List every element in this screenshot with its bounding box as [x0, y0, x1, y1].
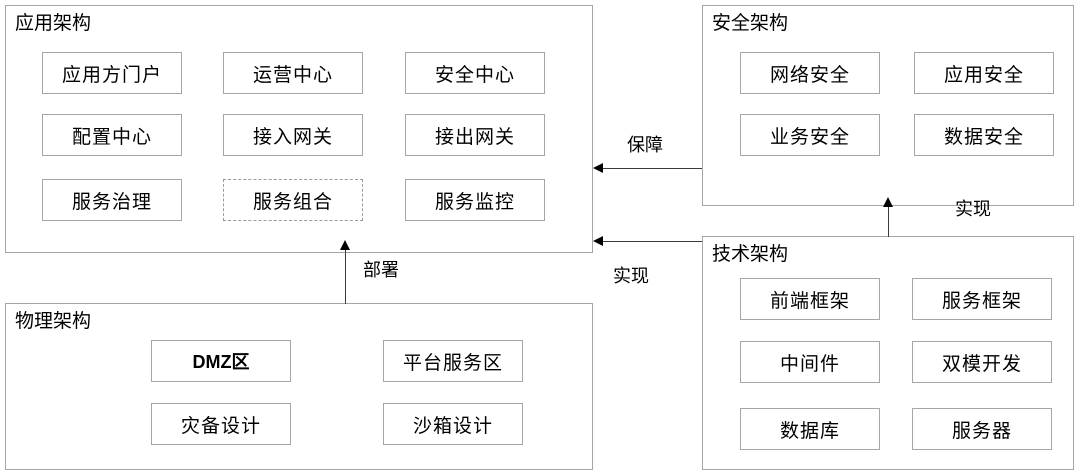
node-sandbox-design[interactable]: 沙箱设计 — [383, 403, 523, 445]
panel-title-application-architecture: 应用架构 — [15, 13, 92, 34]
node-business-security[interactable]: 业务安全 — [740, 114, 880, 156]
panel-application-architecture[interactable]: 应用架构 应用方门户 运营中心 安全中心 配置中心 接入网关 接出网关 服务治理… — [5, 5, 593, 253]
panel-technology-architecture[interactable]: 技术架构 前端框架 服务框架 中间件 双模开发 数据库 服务器 — [702, 236, 1074, 470]
edge-technology-to-application-arrowhead — [593, 236, 603, 246]
node-database[interactable]: 数据库 — [740, 408, 880, 450]
edge-security-to-application-arrowhead — [593, 163, 603, 173]
node-dual-mode-development[interactable]: 双模开发 — [912, 341, 1052, 383]
node-dmz-zone[interactable]: DMZ区 — [151, 340, 291, 382]
edge-technology-to-security-arrowhead — [883, 197, 893, 207]
edge-label-technology-to-application: 实现 — [613, 266, 649, 286]
edge-physical-to-application-line — [345, 248, 346, 304]
node-platform-service-zone[interactable]: 平台服务区 — [383, 340, 523, 382]
node-disaster-recovery-design[interactable]: 灾备设计 — [151, 403, 291, 445]
node-security-center[interactable]: 安全中心 — [405, 52, 545, 94]
node-operation-center[interactable]: 运营中心 — [223, 52, 363, 94]
panel-title-security-architecture: 安全架构 — [712, 13, 789, 34]
node-service-framework[interactable]: 服务框架 — [912, 278, 1052, 320]
node-middleware[interactable]: 中间件 — [740, 341, 880, 383]
node-frontend-framework[interactable]: 前端框架 — [740, 278, 880, 320]
edge-security-to-application-line — [600, 168, 702, 169]
edge-label-technology-to-security: 实现 — [955, 199, 991, 219]
node-server[interactable]: 服务器 — [912, 408, 1052, 450]
node-data-security[interactable]: 数据安全 — [914, 114, 1054, 156]
node-service-governance[interactable]: 服务治理 — [42, 179, 182, 221]
node-config-center[interactable]: 配置中心 — [42, 114, 182, 156]
edge-label-security-to-application: 保障 — [627, 135, 663, 155]
panel-security-architecture[interactable]: 安全架构 网络安全 应用安全 业务安全 数据安全 — [702, 5, 1074, 206]
node-application-portal[interactable]: 应用方门户 — [42, 52, 182, 94]
node-service-composition[interactable]: 服务组合 — [223, 179, 363, 221]
panel-title-technology-architecture: 技术架构 — [712, 244, 789, 265]
panel-title-physical-architecture: 物理架构 — [15, 311, 92, 332]
node-ingress-gateway[interactable]: 接入网关 — [223, 114, 363, 156]
panel-physical-architecture[interactable]: 物理架构 DMZ区 平台服务区 灾备设计 沙箱设计 — [5, 303, 593, 470]
edge-physical-to-application-arrowhead — [340, 240, 350, 250]
edge-technology-to-application-line — [600, 241, 702, 242]
node-egress-gateway[interactable]: 接出网关 — [405, 114, 545, 156]
node-service-monitoring[interactable]: 服务监控 — [405, 179, 545, 221]
edge-label-physical-to-application: 部署 — [363, 260, 399, 280]
edge-technology-to-security-line — [888, 205, 889, 237]
node-application-security[interactable]: 应用安全 — [914, 52, 1054, 94]
node-network-security[interactable]: 网络安全 — [740, 52, 880, 94]
